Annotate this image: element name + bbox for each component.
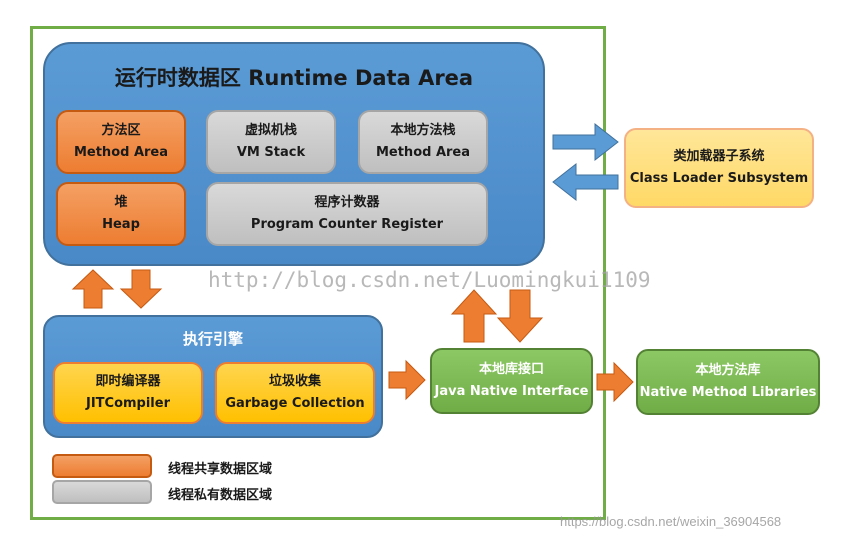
jni-box: 本地库接口 Java Native Interface [430, 348, 593, 414]
native-libraries-en: Native Method Libraries [639, 385, 817, 400]
native-method-stack-en: Method Area [375, 145, 471, 160]
program-counter-en: Program Counter Register [250, 217, 444, 232]
method-area-zh: 方法区 [101, 123, 141, 138]
legend-shared-label: 线程共享数据区域 [168, 462, 273, 477]
jni-en: Java Native Interface [434, 384, 589, 399]
native-libraries-box: 本地方法库 Native Method Libraries [636, 349, 820, 415]
arrow-exec-to-rda [71, 269, 115, 309]
arrow-jni-to-libraries [596, 361, 634, 403]
heap-en: Heap [102, 217, 140, 232]
program-counter-box: 程序计数器 Program Counter Register [206, 182, 488, 246]
heap-box: 堆 Heap [56, 182, 186, 246]
execution-engine-title: 执行引擎 [182, 330, 243, 348]
vm-stack-en: VM Stack [236, 145, 306, 160]
legend-private-label: 线程私有数据区域 [168, 488, 273, 503]
vm-stack-zh: 虚拟机栈 [244, 123, 297, 138]
jit-compiler-box: 即时编译器 JITCompiler [53, 362, 203, 424]
native-libraries-zh: 本地方法库 [695, 363, 761, 378]
jvm-frame [30, 26, 606, 520]
class-loader-en: Class Loader Subsystem [629, 171, 809, 186]
jit-compiler-en: JITCompiler [85, 396, 170, 411]
arrow-to-class-loader [552, 122, 619, 162]
garbage-collection-en: Garbage Collection [225, 396, 365, 411]
method-area-en: Method Area [73, 145, 169, 160]
arrow-rda-to-exec [119, 269, 163, 309]
garbage-collection-box: 垃圾收集 Garbage Collection [215, 362, 375, 424]
vm-stack-box: 虚拟机栈 VM Stack [206, 110, 336, 174]
jit-compiler-zh: 即时编译器 [95, 374, 161, 389]
heap-zh: 堆 [114, 195, 128, 210]
native-method-stack-box: 本地方法栈 Method Area [358, 110, 488, 174]
native-method-stack-zh: 本地方法栈 [390, 123, 456, 138]
center-watermark: http://blog.csdn.net/Luomingkui1109 [208, 268, 651, 292]
program-counter-zh: 程序计数器 [314, 195, 380, 210]
jni-zh: 本地库接口 [478, 362, 544, 377]
class-loader-box: 类加载器子系统 Class Loader Subsystem [624, 128, 814, 208]
runtime-data-area-title: 运行时数据区 Runtime Data Area [114, 66, 474, 90]
method-area-box: 方法区 Method Area [56, 110, 186, 174]
arrow-from-class-loader [552, 162, 619, 202]
garbage-collection-zh: 垃圾收集 [268, 374, 321, 389]
arrow-jni-to-rda [450, 289, 498, 343]
arrow-exec-to-jni [388, 359, 426, 401]
arrow-rda-to-jni [496, 289, 544, 343]
legend-shared-swatch [52, 454, 152, 478]
class-loader-zh: 类加载器子系统 [673, 149, 765, 164]
legend-private-swatch [52, 480, 152, 504]
corner-watermark: https://blog.csdn.net/weixin_36904568 [560, 514, 782, 529]
